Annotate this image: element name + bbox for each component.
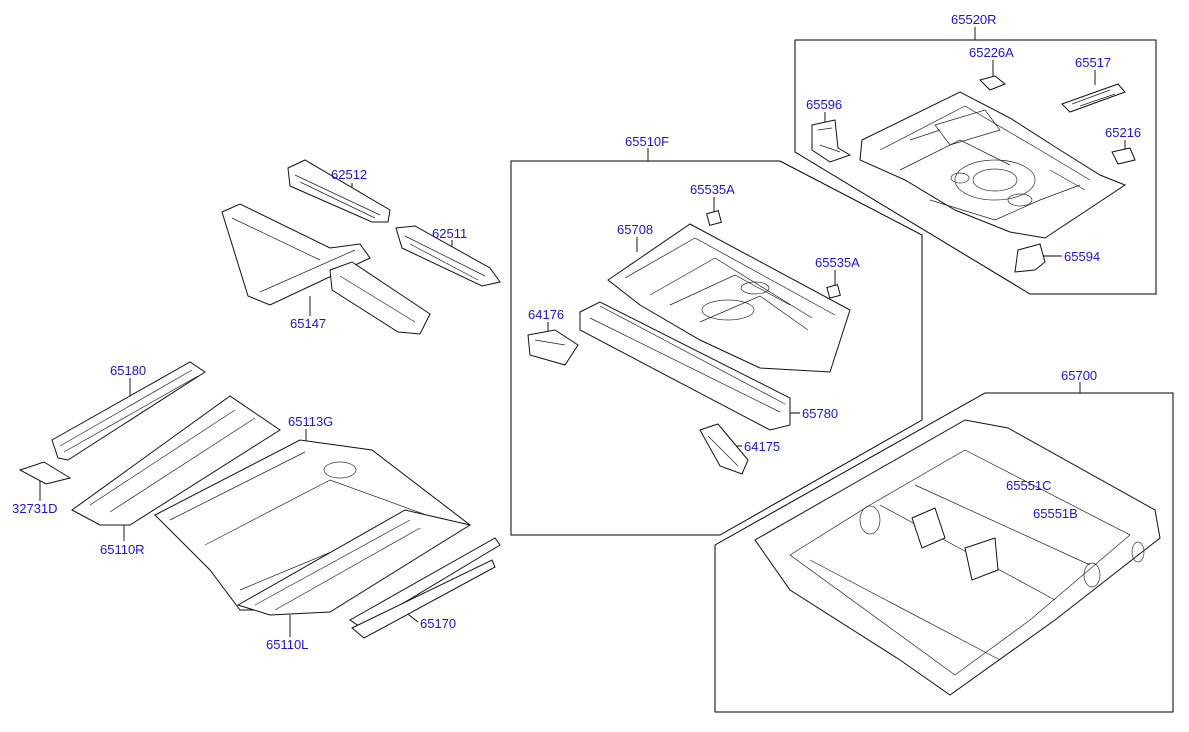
callout-32731d: 32731D (12, 501, 58, 516)
callout-65110l: 65110L (266, 637, 309, 652)
callout-62512: 62512 (331, 167, 368, 182)
rear-floor-box (794, 39, 1157, 295)
member-65147 (221, 203, 431, 335)
callout-65520r: 65520R (951, 12, 997, 27)
callout-65780: 65780 (802, 406, 839, 421)
callout-65510f: 65510F (625, 134, 670, 149)
callout-65110r: 65110R (100, 542, 145, 557)
callout-62511: 62511 (432, 226, 468, 241)
rear-floor-panel (859, 91, 1127, 239)
bracket-65594 (1014, 243, 1046, 273)
member-62512 (287, 159, 391, 223)
floor-65110l (236, 509, 472, 616)
subframe-65700 (754, 419, 1161, 696)
callout-65216: 65216 (1105, 125, 1142, 140)
callout-65226a: 65226A (969, 45, 1014, 60)
callout-65535a-lower: 65535A (815, 255, 860, 270)
center-floor-box (510, 160, 923, 536)
callout-64175: 64175 (744, 439, 781, 454)
member-62511 (395, 225, 501, 287)
callout-65708: 65708 (617, 222, 654, 237)
plate-65535a-2 (826, 284, 841, 299)
bracket-65226a (979, 75, 1006, 91)
bracket-65551c (911, 507, 946, 549)
callout-65147: 65147 (290, 316, 327, 331)
callout-65551c: 65551C (1006, 478, 1052, 493)
crossmember-65780 (579, 301, 791, 431)
plate-65535a-1 (706, 210, 722, 226)
callout-65594: 65594 (1064, 249, 1101, 264)
rail-65170 (349, 537, 501, 639)
callout-65113g: 65113G (288, 414, 334, 429)
callout-65180: 65180 (110, 363, 147, 378)
bracket-65551b (964, 537, 999, 581)
floor-65110r (71, 395, 281, 526)
callout-65517: 65517 (1075, 55, 1112, 70)
center-floor-panel (607, 223, 851, 373)
callout-65551b: 65551B (1033, 506, 1078, 521)
bracket-65596 (811, 119, 852, 163)
bracket-32731d (18, 461, 72, 485)
callout-65596: 65596 (806, 97, 843, 112)
bracket-65517 (1061, 83, 1126, 113)
callout-64176: 64176 (528, 307, 565, 322)
bracket-64175 (699, 423, 749, 475)
crossmember-box (714, 392, 1174, 713)
bracket-64176 (527, 329, 579, 366)
callout-65700: 65700 (1061, 368, 1098, 383)
rail-65180 (51, 361, 206, 461)
bracket-65216 (1111, 147, 1136, 165)
callout-65170: 65170 (420, 616, 457, 631)
callout-65535a-upper: 65535A (690, 182, 735, 197)
